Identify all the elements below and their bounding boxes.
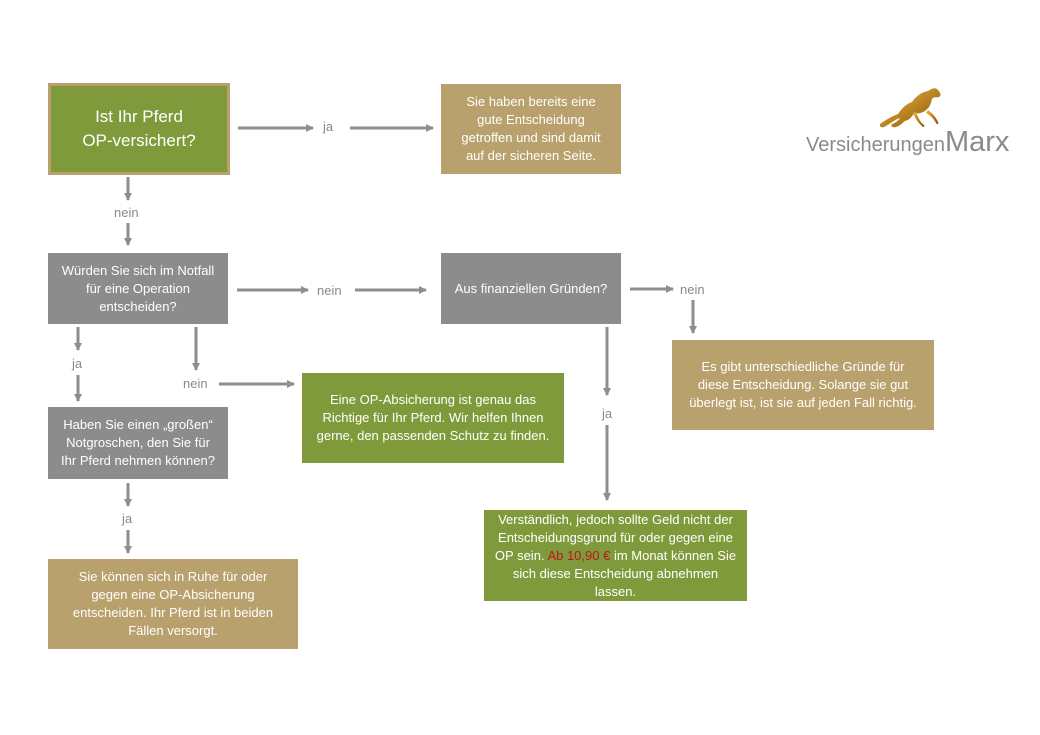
start-node: Ist Ihr Pferd OP-versichert? [48,83,230,175]
logo-word-marx: Marx [944,126,1010,158]
calm-decision-node: Sie können sich in Ruhe für oder gegen e… [48,559,298,649]
money-reason-text: Verständlich, jedoch sollte Geld nicht d… [495,511,736,601]
edge-label-surgery-no-2: nein [183,376,208,391]
coverage-recommendation-node: Eine OP-Absicherung ist genau das Richti… [302,373,564,463]
edge-label-surgery-yes: ja [72,356,83,371]
calm-decision-text: Sie können sich in Ruhe für oder gegen e… [72,569,274,638]
coverage-recommendation-text: Eine OP-Absicherung ist genau das Richti… [316,392,550,443]
edge-label-start-no: nein [114,205,139,220]
already-insured-node: Sie haben bereits eine gute Entscheidung… [441,84,621,174]
savings-question-node: Haben Sie einen „großen“ Notgroschen, de… [48,407,228,479]
price-highlight: Ab 10,90 € [547,547,611,563]
surgery-question-text: Würden Sie sich im Notfall für eine Oper… [61,262,215,314]
edge-label-surgery-no: nein [317,283,342,298]
money-reason-text-before: Verständlich, jedoch sollte Geld nicht d… [494,511,733,563]
money-reason-text-after: im Monat können Sie sich diese Entscheid… [512,547,737,599]
edge-label-financial-no: nein [680,282,705,297]
jumping-horse-icon [879,88,941,128]
edge-label-financial-yes: ja [602,406,613,421]
financial-question-text: Aus finanziellen Gründen? [454,280,608,296]
surgery-question-node: Würden Sie sich im Notfall für eine Oper… [48,253,228,324]
edge-label-start-yes: ja [323,119,334,134]
savings-question-text: Haben Sie einen „großen“ Notgroschen, de… [61,417,215,468]
money-reason-node: Verständlich, jedoch sollte Geld nicht d… [484,510,747,601]
financial-question-node: Aus finanziellen Gründen? [441,253,621,324]
logo-wordmark: VersicherungenMarx [806,126,1009,159]
various-reasons-node: Es gibt unterschiedliche Gründe für dies… [672,340,934,430]
logo-word-versicherungen: Versicherungen [806,134,945,156]
already-insured-text: Sie haben bereits eine gute Entscheidung… [461,94,601,163]
various-reasons-text: Es gibt unterschiedliche Gründe für dies… [689,359,917,410]
start-node-text: Ist Ihr Pferd OP-versichert? [82,107,196,150]
edge-label-savings-yes: ja [122,511,133,526]
